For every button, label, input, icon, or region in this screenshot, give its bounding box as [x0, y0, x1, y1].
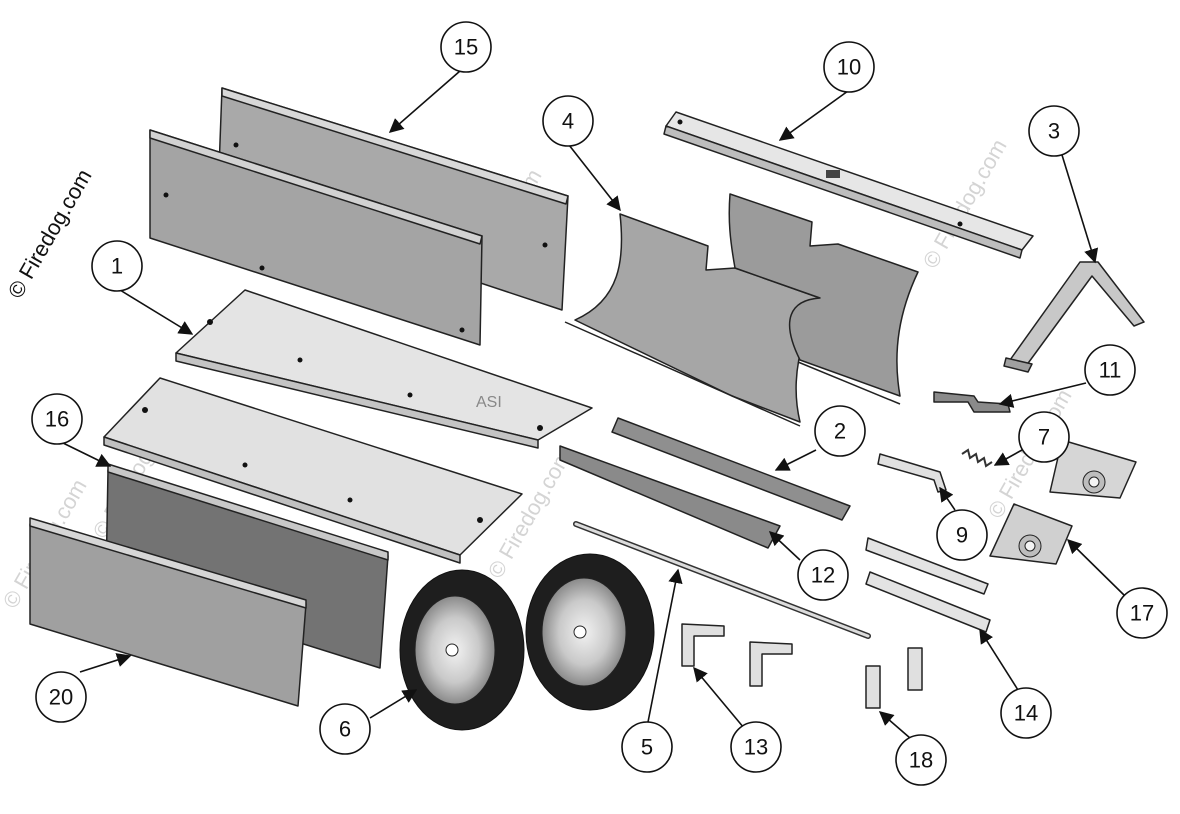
svg-text:7: 7	[1038, 425, 1050, 450]
callout-10: 10	[823, 41, 875, 93]
callout-5: 5	[621, 721, 673, 773]
svg-text:11: 11	[1099, 358, 1122, 383]
svg-text:13: 13	[744, 735, 768, 760]
callout-2: 2	[814, 405, 866, 457]
svg-text:5: 5	[641, 735, 653, 760]
callout-18: 18	[895, 734, 947, 786]
svg-text:3: 3	[1048, 119, 1060, 144]
part-5-axle	[573, 521, 871, 639]
stray-mark: ASI	[476, 394, 502, 411]
callout-17: 17	[1116, 587, 1168, 639]
svg-text:15: 15	[454, 35, 478, 60]
callout-6: 6	[319, 703, 371, 755]
callout-16: 16	[31, 393, 83, 445]
part-11-bracket	[933, 391, 1011, 413]
svg-text:4: 4	[562, 109, 574, 134]
svg-text:20: 20	[49, 685, 73, 710]
svg-text:18: 18	[909, 748, 933, 773]
callout-9: 9	[936, 509, 988, 561]
callout-3: 3	[1028, 105, 1080, 157]
part-9-strap	[877, 453, 947, 493]
svg-text:2: 2	[834, 419, 846, 444]
part-7-spring	[961, 448, 993, 468]
callout-1: 1	[91, 240, 143, 292]
svg-text:17: 17	[1130, 601, 1154, 626]
callout-15: 14	[1000, 687, 1052, 739]
part-12-rail	[559, 445, 781, 549]
part-13-corner-brackets	[681, 623, 793, 687]
part-18-plates	[865, 647, 923, 709]
svg-text:12: 12	[811, 563, 835, 588]
callout-14: 15	[440, 21, 492, 73]
part-16-rear-panel	[105, 463, 389, 669]
callout-4: 4	[542, 95, 594, 147]
callout-20: 20	[35, 671, 87, 723]
svg-text:16: 16	[45, 407, 69, 432]
svg-text:6: 6	[339, 717, 351, 742]
svg-text:1: 1	[111, 254, 123, 279]
svg-text:9: 9	[956, 523, 968, 548]
part-floor-panel-lower	[103, 377, 523, 564]
part-20-front-panel	[29, 517, 307, 707]
part-3-brace	[1003, 261, 1145, 373]
part-side-panel-front	[149, 129, 483, 346]
part-10-front-bar	[663, 111, 1034, 259]
svg-text:10: 10	[837, 55, 861, 80]
callout-12: 12	[797, 549, 849, 601]
part-2-rail	[611, 417, 851, 521]
callout-11: 11	[1084, 344, 1136, 396]
part-17-hub-plates	[989, 439, 1137, 565]
callout-7: 7	[1018, 411, 1070, 463]
part-4-end-panels	[564, 193, 919, 427]
watermark-main: © Firedog.com	[3, 165, 97, 303]
leader-lines	[62, 70, 1126, 739]
callout-13: 13	[730, 721, 782, 773]
svg-text:14: 14	[1014, 701, 1038, 726]
part-6-wheels	[399, 553, 655, 731]
part-1-floor-panel	[175, 289, 593, 449]
